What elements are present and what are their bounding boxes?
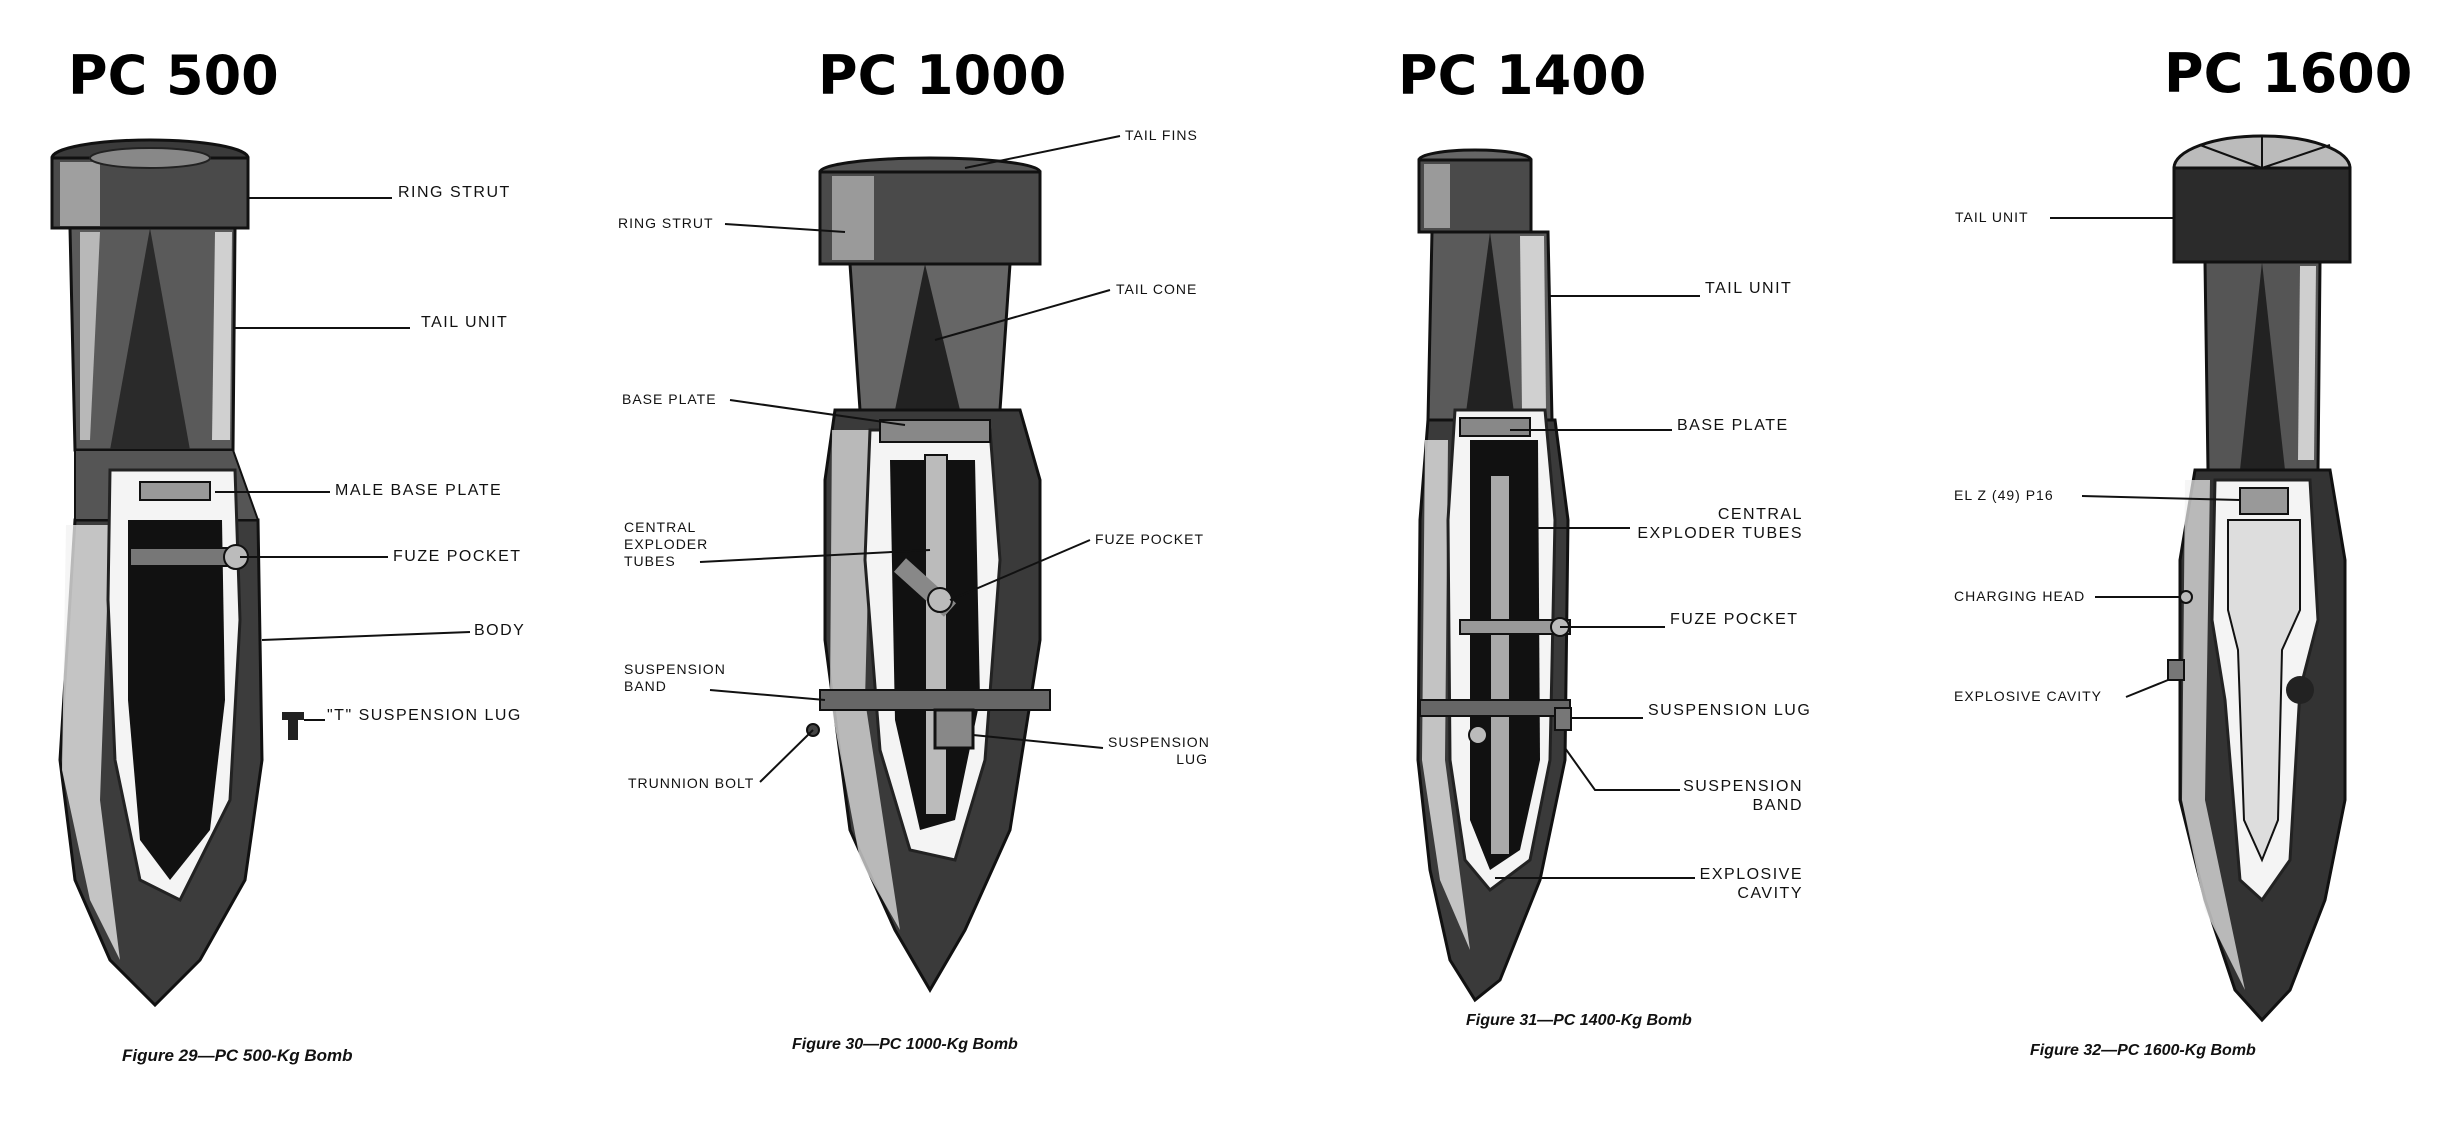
label-base-plate: BASE PLATE xyxy=(1677,417,1789,434)
label-tail-cone: TAIL CONE xyxy=(1116,281,1198,297)
label-suspension-band: SUSPENSION BAND xyxy=(1660,777,1803,815)
label-band: BAND xyxy=(1752,797,1803,814)
label-exploder-tubes: EXPLODER TUBES xyxy=(1637,525,1803,542)
label-exploder: EXPLODER xyxy=(624,536,709,552)
label-suspension: SUSPENSION xyxy=(1683,778,1803,795)
label-band: BAND xyxy=(624,678,667,694)
label-ring-strut: RING STRUT xyxy=(398,184,511,201)
title-pc1000: PC 1000 xyxy=(818,44,1067,107)
label-central: CENTRAL xyxy=(624,519,697,535)
caption-pc1000: Figure 30—PC 1000-Kg Bomb xyxy=(792,1036,1018,1053)
label-explosive: EXPLOSIVE xyxy=(1699,866,1803,883)
title-pc1400: PC 1400 xyxy=(1398,44,1647,107)
label-tail-unit: TAIL UNIT xyxy=(1705,280,1793,297)
label-trunnion-bolt: TRUNNION BOLT xyxy=(628,775,755,791)
label-el-z: EL Z (49) P16 xyxy=(1954,487,2054,503)
label-cavity: CAVITY xyxy=(1737,885,1803,902)
caption-pc500: Figure 29—PC 500-Kg Bomb xyxy=(122,1046,353,1065)
label-ring-strut: RING STRUT xyxy=(618,215,714,231)
label-suspension: SUSPENSION xyxy=(1108,734,1210,750)
title-pc500: PC 500 xyxy=(68,44,279,107)
bomb-pc500-drawing xyxy=(50,138,471,1008)
label-suspension-band: SUSPENSION BAND xyxy=(624,661,726,695)
label-fuze-pocket: FUZE POCKET xyxy=(1095,531,1205,547)
label-fuze-pocket: FUZE POCKET xyxy=(393,548,522,565)
label-charging-head: CHARGING HEAD xyxy=(1954,588,2086,604)
label-base-plate: BASE PLATE xyxy=(622,391,717,407)
label-central-exploder-tubes: CENTRAL EXPLODER TUBES xyxy=(624,519,708,570)
caption-pc1400: Figure 31—PC 1400-Kg Bomb xyxy=(1466,1012,1692,1029)
bomb-pc1400-drawing xyxy=(1416,148,1700,1003)
label-male-base-plate: MALE BASE PLATE xyxy=(335,482,503,499)
label-lug: LUG xyxy=(1176,751,1208,767)
label-fuze-pocket: FUZE POCKET xyxy=(1670,611,1799,628)
label-explosive-cavity: EXPLOSIVE CAVITY xyxy=(1954,688,2103,704)
label-tail-unit: TAIL UNIT xyxy=(421,314,509,331)
label-tail-unit: TAIL UNIT xyxy=(1955,209,2029,225)
label-body: BODY xyxy=(474,622,526,639)
title-pc1600: PC 1600 xyxy=(2164,42,2413,105)
label-central: CENTRAL xyxy=(1717,506,1803,523)
caption-pc1600: Figure 32—PC 1600-Kg Bomb xyxy=(2030,1042,2256,1059)
label-suspension-lug: SUSPENSION LUG xyxy=(1108,734,1210,768)
label-explosive-cavity: EXPLOSIVE CAVITY xyxy=(1660,865,1803,903)
label-t-suspension-lug: "T" SUSPENSION LUG xyxy=(327,707,522,724)
label-suspension: SUSPENSION xyxy=(624,661,726,677)
label-tail-fins: TAIL FINS xyxy=(1125,127,1198,143)
label-suspension-lug: SUSPENSION LUG xyxy=(1648,702,1812,719)
bomb-pc1000-drawing xyxy=(699,135,1121,993)
label-tubes: TUBES xyxy=(624,553,676,569)
label-central-exploder-tubes: CENTRAL EXPLODER TUBES xyxy=(1620,505,1803,543)
